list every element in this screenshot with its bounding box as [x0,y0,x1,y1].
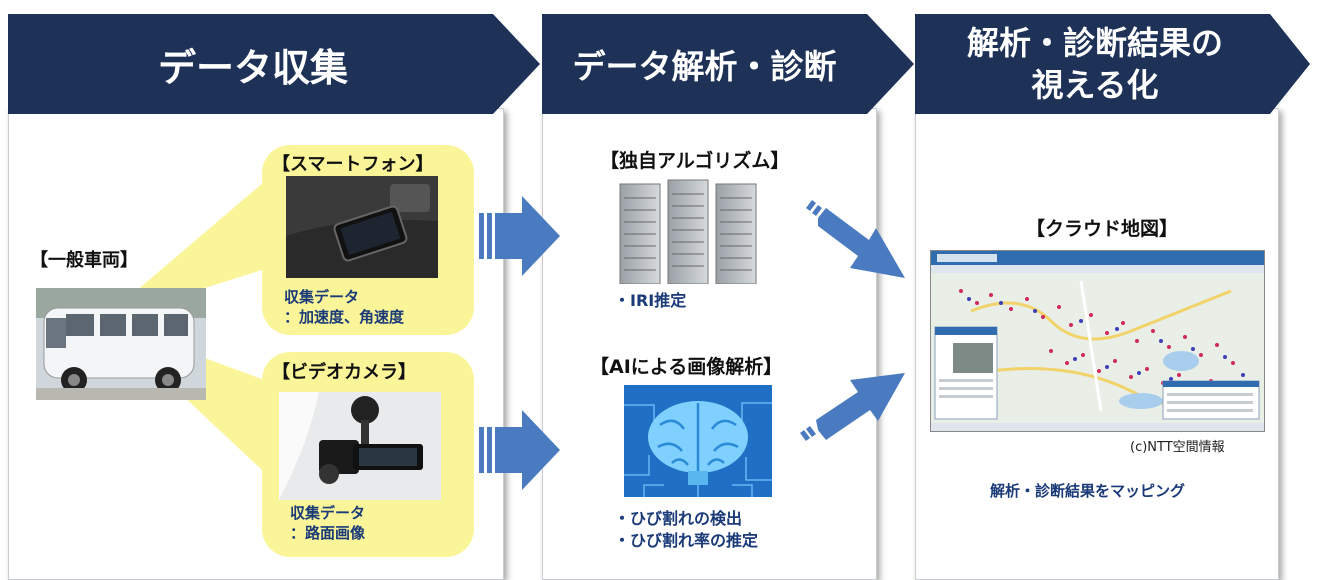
right-arrow-icon [479,410,560,490]
smartphone-photo [286,176,438,278]
smartphone-data-line2: ：加速度、角速度 [284,308,405,326]
ai-item2: ・ひび割れ率の推定 [614,531,759,550]
vehicle-photo [36,288,206,400]
video-data-line2: ：路面画像 [290,524,366,542]
smartphone-data-line1: 収集データ [284,288,360,306]
vehicle-label: 【一般車両】 [30,250,138,271]
diagonal-arrow-icon [806,200,905,278]
algorithm-title: 【独自アルゴリズム】 [600,150,790,172]
server-rack-icon [619,179,757,284]
visualize-header-line1: 解析・診断結果の [966,24,1223,62]
collect-header-title: データ収集 [157,45,348,90]
ai-item1: ・ひび割れの検出 [614,509,743,528]
map-title: 【クラウド地図】 [1026,218,1179,240]
ai-title: 【AIによる画像解析】 [590,356,783,378]
smartphone-title: 【スマートフォン】 [272,154,434,175]
algorithm-item: ・IRI推定 [614,291,687,310]
right-arrow-icon [479,196,560,276]
visualize-header-line2: 視える化 [1031,66,1159,104]
diagonal-arrow-icon [800,373,905,441]
visualize-header-title: 解析・診断結果の 視える化 [915,14,1275,114]
analyze-panel [542,108,877,580]
analyze-header-title: データ解析・診断 [572,47,837,86]
collect-header: データ収集 [8,14,540,114]
brain-circuit-icon [624,385,772,497]
video-data-line1: 収集データ [290,504,366,522]
video-photo [279,392,441,500]
video-title: 【ビデオカメラ】 [272,362,416,383]
analyze-header: データ解析・診断 [542,14,914,114]
map-caption: 解析・診断結果をマッピング [990,482,1186,500]
map-copyright: (c)NTT空間情報 [1130,440,1225,455]
visualize-header: 解析・診断結果の 視える化 [915,14,1310,114]
cloud-map-screenshot [930,250,1265,432]
